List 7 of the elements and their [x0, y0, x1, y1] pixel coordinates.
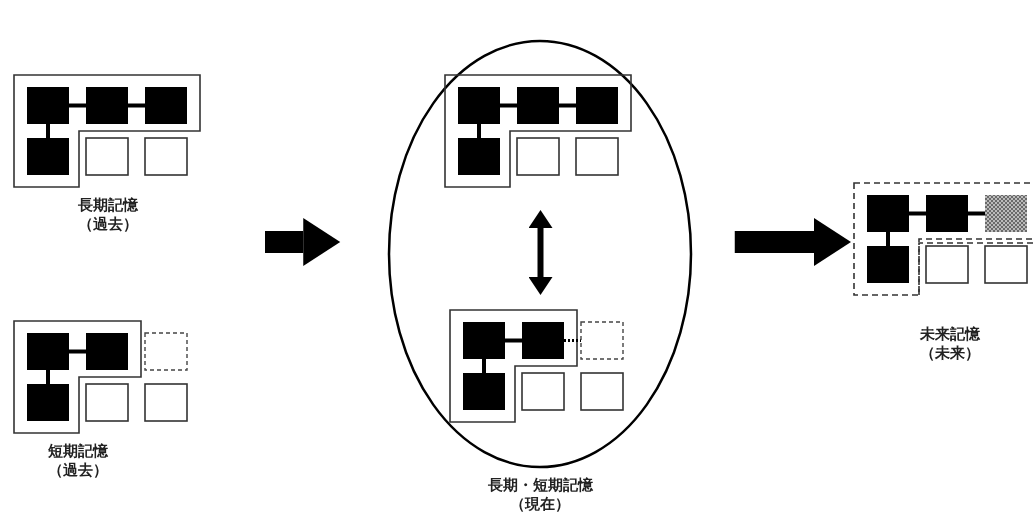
- memory-caption: 長期・短期記憶（現在）: [486, 476, 594, 514]
- arrow: [734, 218, 851, 266]
- memory-caption: 短期記憶（過去）: [47, 442, 109, 480]
- arrow: [265, 218, 341, 266]
- memory-caption: 長期記憶（過去）: [76, 196, 139, 234]
- memory-caption: 未来記憶（未来）: [919, 325, 981, 363]
- arrow: [528, 210, 553, 295]
